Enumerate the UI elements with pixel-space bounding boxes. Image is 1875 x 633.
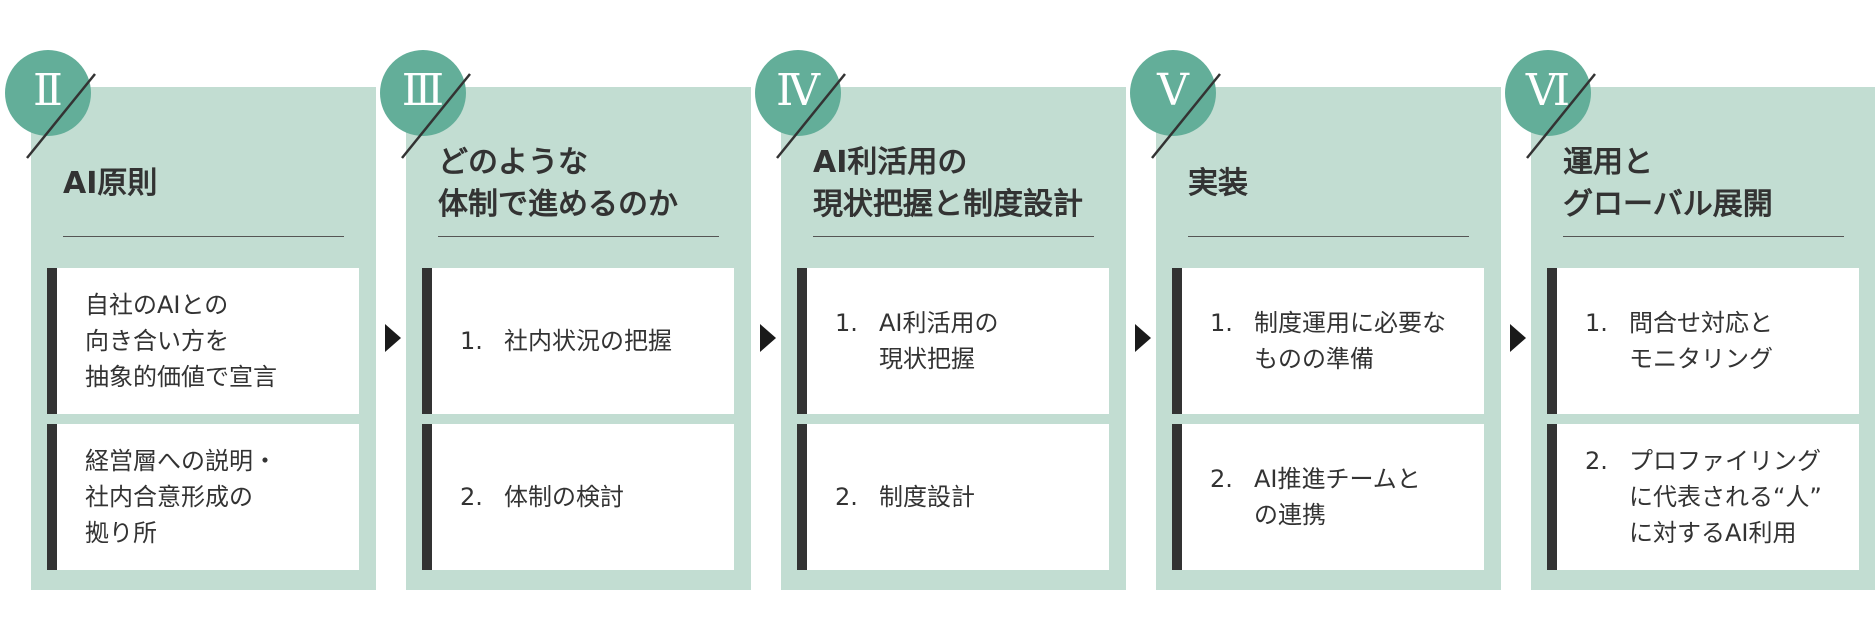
stage-item-text: 経営層への説明・ 社内合意形成の 拠り所: [85, 447, 277, 547]
diagonal-slash-icon: [1151, 73, 1221, 159]
stage-item-number: 2.: [460, 483, 483, 511]
title-divider: [813, 236, 1094, 237]
stage-numeral-badge: Ⅴ: [1130, 50, 1216, 136]
flow-arrow-icon: [760, 324, 776, 352]
stage-item-number: 1.: [460, 327, 483, 355]
title-divider: [438, 236, 719, 237]
diagonal-slash-icon: [26, 73, 96, 159]
stage-6: Ⅵ 運用と グローバル展開 1. 問合せ対応と モニタリング 2. プロファイリ…: [1505, 0, 1875, 633]
stage-item: 経営層への説明・ 社内合意形成の 拠り所: [47, 424, 359, 570]
title-divider: [1188, 236, 1469, 237]
diagonal-slash-icon: [1526, 73, 1596, 159]
diagonal-slash-icon: [776, 73, 846, 159]
stage-2: Ⅱ AI原則 自社のAIとの 向き合い方を 抽象的価値で宣言 経営層への説明・ …: [5, 0, 376, 633]
stage-item-text: 自社のAIとの 向き合い方を 抽象的価値で宣言: [85, 291, 277, 391]
stage-numeral-badge: Ⅱ: [5, 50, 91, 136]
diagonal-slash-icon: [401, 73, 471, 159]
stage-item: 2. 体制の検討: [422, 424, 734, 570]
stage-item-number: 2.: [1210, 465, 1233, 493]
stage-item: 1. AI利活用の 現状把握: [797, 268, 1109, 414]
stage-item: 2. プロファイリング に代表される“人” に対するAI利用: [1547, 424, 1859, 570]
stage-item: 2. AI推進チームと の連携: [1172, 424, 1484, 570]
stage-title: どのような 体制で進めるのか: [438, 145, 678, 222]
stage-title: AI原則: [63, 166, 158, 201]
stage-numeral-badge: Ⅲ: [380, 50, 466, 136]
stage-item-text: 問合せ対応と モニタリング: [1629, 309, 1773, 373]
stage-item-number: 1.: [1210, 309, 1233, 337]
stage-numeral-badge: Ⅵ: [1505, 50, 1591, 136]
stage-title: 運用と グローバル展開: [1563, 145, 1773, 222]
stage-item-text: 体制の検討: [504, 483, 624, 511]
stage-item-text: プロファイリング に代表される“人” に対するAI利用: [1629, 447, 1822, 547]
stage-item: 自社のAIとの 向き合い方を 抽象的価値で宣言: [47, 268, 359, 414]
stage-item-text: AI利活用の 現状把握: [879, 309, 999, 373]
stage-item: 1. 問合せ対応と モニタリング: [1547, 268, 1859, 414]
stage-title: AI利活用の 現状把握と制度設計: [813, 145, 1083, 222]
stage-item-number: 2.: [1585, 447, 1608, 475]
stage-item-number: 1.: [835, 309, 858, 337]
stage-item-text: 制度設計: [879, 483, 975, 511]
stage-title: 実装: [1188, 166, 1248, 201]
stage-numeral-badge: Ⅳ: [755, 50, 841, 136]
stage-item: 1. 制度運用に必要な ものの準備: [1172, 268, 1484, 414]
stage-item-text: 制度運用に必要な ものの準備: [1254, 309, 1446, 373]
flow-arrow-icon: [1510, 324, 1526, 352]
stage-5: Ⅴ 実装 1. 制度運用に必要な ものの準備 2. AI推進チームと の連携: [1130, 0, 1501, 633]
stage-3: Ⅲ どのような 体制で進めるのか 1. 社内状況の把握 2. 体制の検討: [380, 0, 751, 633]
title-divider: [63, 236, 344, 237]
stage-item-text: 社内状況の把握: [504, 327, 672, 355]
stage-item-number: 1.: [1585, 309, 1608, 337]
stage-item-text: AI推進チームと の連携: [1254, 465, 1421, 529]
stage-4: Ⅳ AI利活用の 現状把握と制度設計 1. AI利活用の 現状把握 2. 制度設…: [755, 0, 1126, 633]
stage-item: 2. 制度設計: [797, 424, 1109, 570]
flow-arrow-icon: [385, 324, 401, 352]
title-divider: [1563, 236, 1844, 237]
stage-item-number: 2.: [835, 483, 858, 511]
stage-item: 1. 社内状況の把握: [422, 268, 734, 414]
flow-arrow-icon: [1135, 324, 1151, 352]
